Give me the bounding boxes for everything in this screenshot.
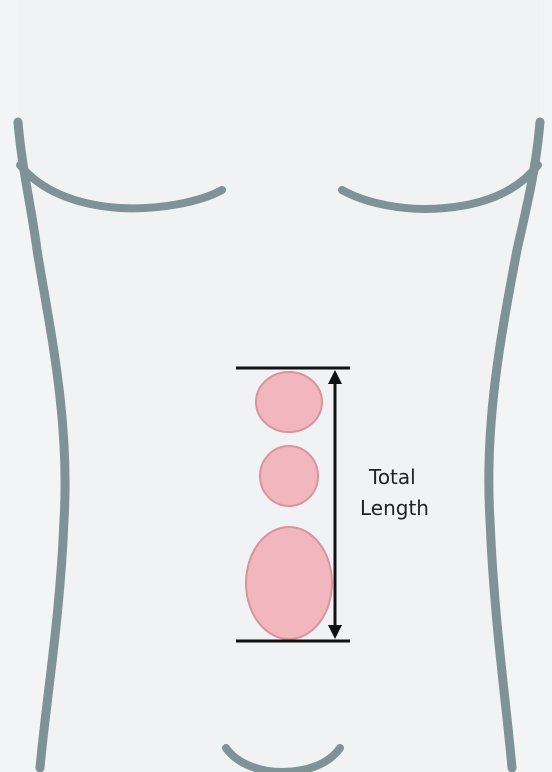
lesion-middle [260,446,318,506]
lesion-bottom [246,527,332,639]
lesion-top [256,372,322,432]
length-label: Length [360,496,429,520]
total-label: Total [368,465,416,489]
